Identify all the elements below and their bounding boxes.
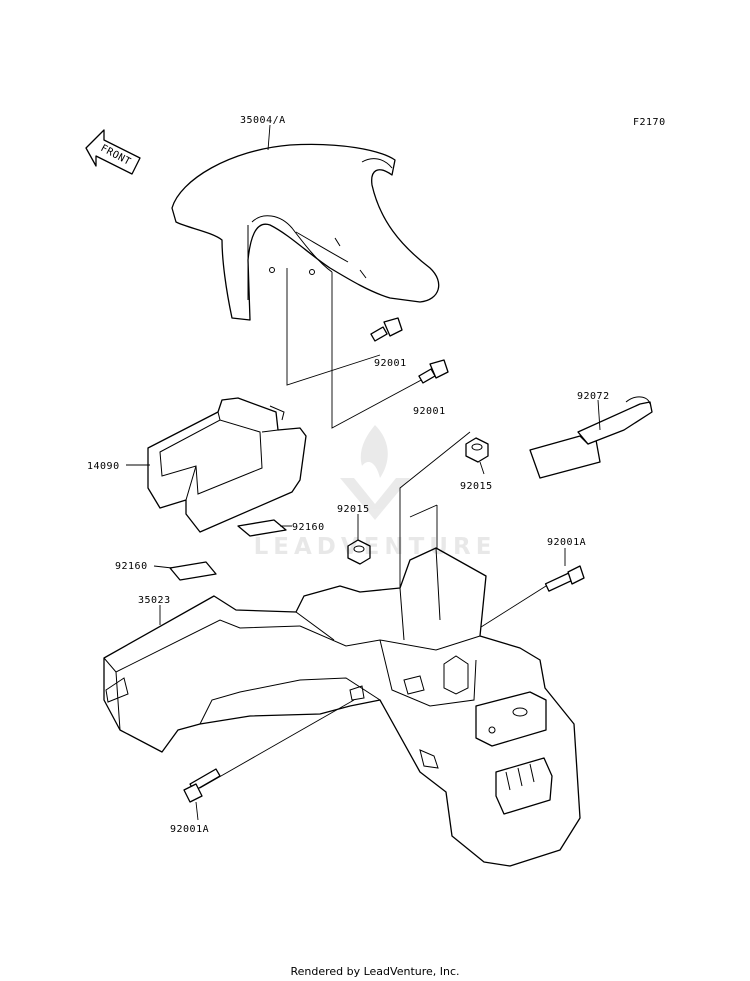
bolt-upper-2-drawing: 92001 [413,359,449,417]
front-fender-drawing: 35004/A [171,115,440,321]
label-bolt-upper-1: 92001 [374,358,407,369]
footer-credit: Rendered by LeadVenture, Inc. [290,965,460,978]
bolt-upper-1-drawing: 92001 [370,317,407,369]
label-bolt-lower-right: 92001A [547,537,586,548]
collar-2-drawing: 92015 [337,504,371,565]
label-collar-2: 92015 [337,504,370,515]
bolt-lower-left-drawing: 92001A [170,699,355,835]
pad-1-drawing: 92160 [237,519,325,537]
front-arrow-icon: FRONT [85,129,141,175]
pad-2-drawing: 92160 [115,561,217,581]
figure-code: F2170 [633,117,666,128]
label-front-fender: 35004/A [240,115,286,126]
watermark-text: LEADVENTURE [253,534,497,560]
label-strap: 92072 [577,391,610,402]
collar-1-drawing: 92015 [460,437,493,492]
cover-drawing: 14090 [87,397,307,533]
label-bolt-lower-left: 92001A [170,824,209,835]
label-pad-1: 92160 [292,522,325,533]
bolt-lower-right-drawing: 92001A [469,537,586,635]
label-pad-2: 92160 [115,561,148,572]
label-cover: 14090 [87,461,120,472]
label-bolt-upper-2: 92001 [413,406,446,417]
label-collar-1: 92015 [460,481,493,492]
watermark-flame-icon [340,425,410,520]
label-rear-fender: 35023 [138,595,171,606]
strap-drawing: 92072 [529,391,653,479]
